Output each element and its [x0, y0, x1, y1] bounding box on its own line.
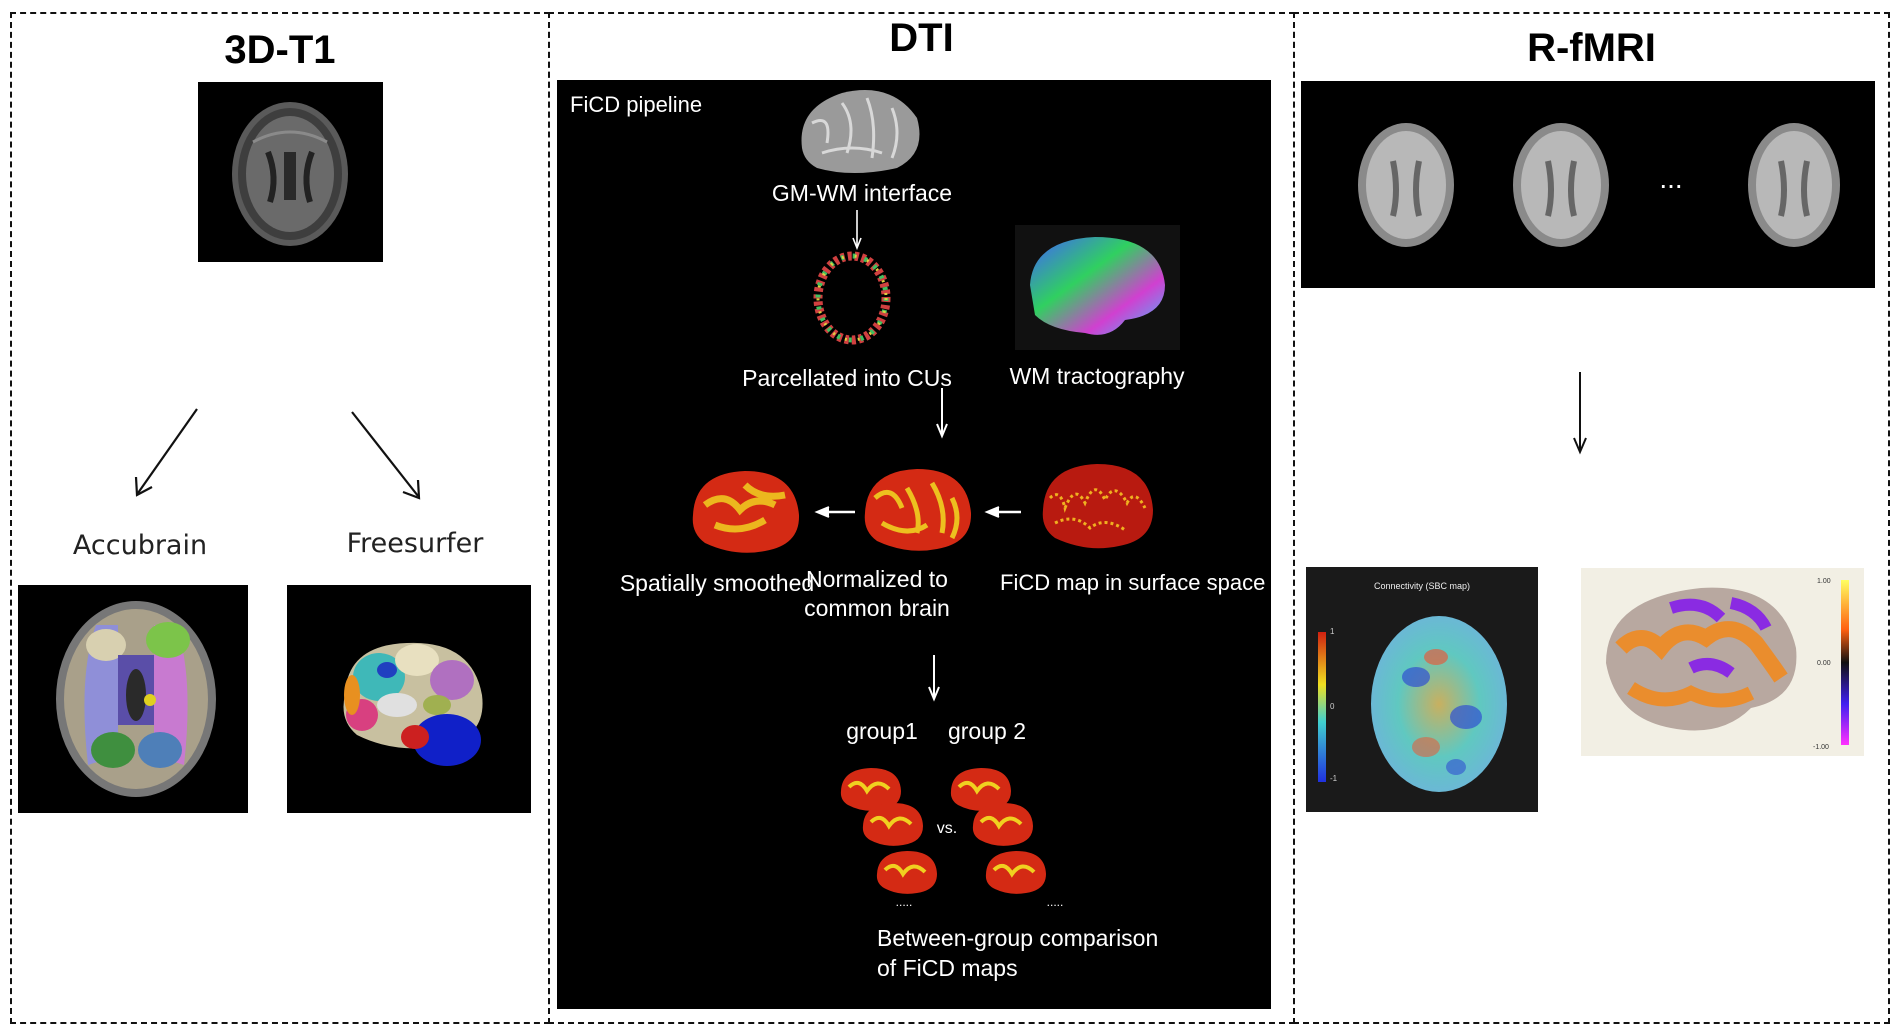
panel-title-dti: DTI	[889, 16, 954, 60]
label-wm-tractography: WM tractography	[1009, 363, 1185, 389]
ficd-surface-brain-image	[1042, 464, 1153, 549]
fmri-ellipsis: ...	[1659, 163, 1683, 194]
label-parcellated: Parcellated into CUs	[742, 365, 952, 391]
label-ficd-pipeline: FiCD pipeline	[570, 92, 703, 117]
group1-brain-1	[840, 768, 901, 811]
sbc-tick-mid: 0	[1330, 702, 1335, 711]
freesurfer-parcellation	[287, 585, 531, 813]
t1-brain-image	[232, 102, 348, 246]
arrow-to-accubrain	[134, 408, 198, 497]
accubrain-brain-image	[56, 601, 216, 797]
label-accubrain: Accubrain	[72, 530, 208, 561]
label-normalized-1: Normalized to	[806, 566, 948, 592]
arrow-to-groups	[928, 655, 940, 702]
surface-tick-top: 1.00	[1817, 578, 1831, 585]
label-between-group-1: Between-group comparison	[877, 925, 1159, 951]
surface-tick-bottom: -1.00	[1813, 744, 1829, 751]
fmri-surface-map: 1.00 0.00 -1.00	[1581, 568, 1864, 756]
label-group2: group 2	[947, 718, 1026, 744]
fmri-timeseries-strip: ...	[1301, 81, 1875, 288]
sbc-tick-bottom: -1	[1330, 774, 1338, 783]
smoothed-brain-image	[692, 471, 800, 553]
panel-title-r-fmri: R-fMRI	[1527, 26, 1656, 70]
group2-brain-3	[985, 851, 1046, 894]
arrow-fmri-down	[1573, 372, 1587, 455]
group1-brain-3	[876, 851, 937, 894]
sbc-map-title: Connectivity (SBC map)	[1373, 581, 1471, 591]
fmri-surface-image	[1606, 580, 1849, 745]
label-between-group-2: of FiCD maps	[877, 955, 1018, 981]
group2-dots: .....	[1046, 895, 1064, 909]
arrow-ficd-to-normalized	[984, 506, 1021, 518]
group2-brain-1	[950, 768, 1011, 811]
arrow-normalized-to-smoothed	[814, 506, 855, 518]
group1-dots: .....	[895, 895, 913, 909]
group1-brain-2	[862, 803, 923, 846]
wm-tractography-image	[1015, 225, 1180, 350]
label-spatially-smoothed: Spatially smoothed	[619, 570, 815, 596]
arrow-gm-to-parcel	[852, 210, 862, 251]
label-gm-wm-interface: GM-WM interface	[771, 180, 953, 206]
fmri-volumes-image	[1358, 123, 1840, 247]
label-freesurfer: Freesurfer	[346, 528, 484, 559]
surface-tick-mid: 0.00	[1817, 660, 1831, 667]
sbc-map-image	[1318, 616, 1507, 792]
sbc-connectivity-map: Connectivity (SBC map) 1 0 -1	[1306, 567, 1538, 812]
arrow-to-freesurfer	[351, 411, 421, 500]
parcellated-cu-image	[813, 251, 891, 345]
ficd-pipeline-box: FiCD pipeline GM-WM interface Parcellate…	[557, 80, 1271, 1009]
arrow-parcel-to-normalized	[936, 388, 948, 439]
gm-wm-brain-image	[801, 90, 920, 173]
freesurfer-brain-image	[343, 642, 483, 766]
accubrain-segmentation	[18, 585, 248, 813]
t1-axial-scan	[198, 82, 383, 262]
normalized-brain-image	[864, 469, 972, 551]
panel-r-fmri: R-fMRI	[1293, 12, 1890, 1024]
label-ficd-map: FiCD map in surface space	[1000, 570, 1266, 595]
label-group1: group1	[846, 718, 918, 744]
label-vs: vs.	[936, 820, 958, 837]
sbc-tick-top: 1	[1330, 627, 1335, 636]
panel-title-3d-t1: 3D-T1	[224, 28, 336, 72]
label-normalized-2: common brain	[804, 595, 950, 621]
group2-brain-2	[972, 803, 1033, 846]
